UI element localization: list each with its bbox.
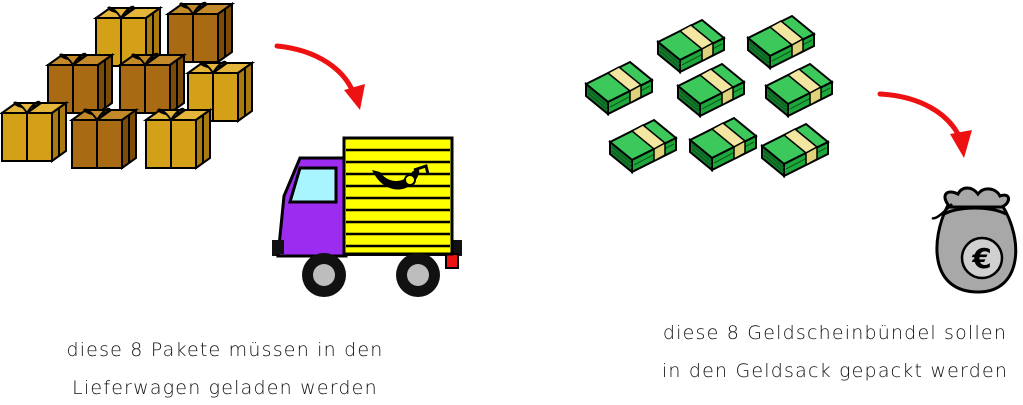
right-caption: diese 8 Geldscheinbündel sollen in den G…	[640, 314, 1023, 390]
banknote-bundle-icon	[677, 63, 745, 117]
arrow-right-down-icon	[274, 43, 365, 110]
parcel-icon	[145, 107, 211, 169]
delivery-truck-icon	[272, 136, 462, 297]
banknote-bundle-icon	[747, 15, 815, 69]
parcel-icon	[119, 52, 185, 114]
right-caption-line2: in den Geldsack gepackt werden	[661, 360, 1009, 382]
right-caption-line1: diese 8 Geldscheinbündel sollen	[662, 322, 1008, 344]
banknote-bundle-icon	[765, 63, 833, 117]
banknote-bundle-icon	[609, 119, 677, 173]
parcel-icon	[71, 107, 137, 169]
money-bag-icon: €	[931, 186, 1018, 294]
banknote-bundle-icon	[761, 123, 829, 177]
left-caption-line2: Lieferwagen geladen werden	[72, 377, 378, 399]
euro-symbol: €	[971, 242, 991, 275]
arrow-right-down-icon	[877, 91, 972, 158]
banknote-bundle-group	[585, 15, 833, 177]
banknote-bundle-icon	[689, 117, 757, 171]
banknote-bundle-icon	[657, 19, 725, 73]
banknote-bundle-icon	[585, 61, 653, 115]
parcel-group	[1, 1, 253, 169]
left-caption: diese 8 Pakete müssen in den Lieferwagen…	[40, 331, 410, 405]
parcel-icon	[1, 100, 67, 162]
parcel-icon	[167, 1, 233, 63]
left-caption-line1: diese 8 Pakete müssen in den	[66, 339, 384, 361]
post-horn-icon	[372, 164, 430, 190]
